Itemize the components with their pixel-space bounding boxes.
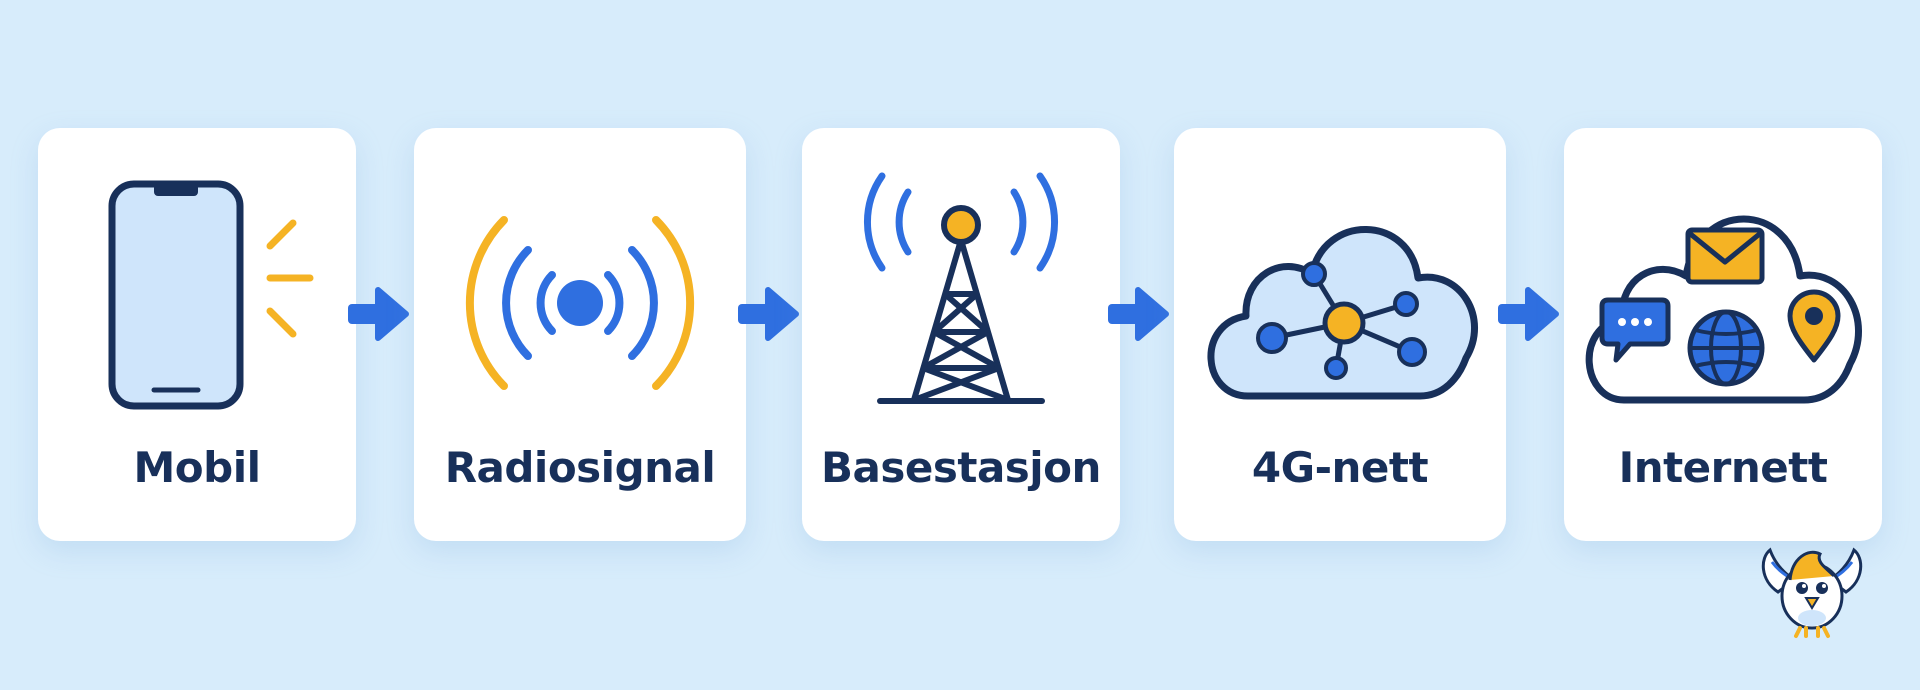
cloud-network-icon xyxy=(1207,226,1478,400)
arrow-right-icon xyxy=(738,287,799,341)
smartphone-icon xyxy=(108,180,314,410)
internet-cloud-icon xyxy=(1585,215,1862,404)
step-card-basestasjon: Basestasjon xyxy=(802,128,1120,541)
radio-waves-icon xyxy=(465,216,695,390)
step-label: Basestasjon xyxy=(821,443,1101,492)
step-card-internett: Internett xyxy=(1564,128,1882,541)
chat-bubble-icon xyxy=(1599,297,1671,363)
step-label: Radiosignal xyxy=(444,443,716,492)
step-label: Mobil xyxy=(133,443,261,492)
arrow-right-icon xyxy=(348,287,409,341)
step-card-radiosignal: Radiosignal xyxy=(414,128,746,541)
envelope-icon xyxy=(1685,227,1765,285)
location-pin-icon xyxy=(1787,289,1841,363)
cell-tower-icon xyxy=(863,172,1059,404)
step-card-mobil: Mobil xyxy=(38,128,356,541)
step-label: 4G-nett xyxy=(1251,443,1429,492)
step-label: Internett xyxy=(1618,443,1828,492)
arrow-right-icon xyxy=(1108,287,1169,341)
bird-mascot-icon xyxy=(1761,547,1863,638)
globe-icon xyxy=(1687,309,1765,387)
step-card-4g-nett: 4G-nett xyxy=(1174,128,1506,541)
arrow-right-icon xyxy=(1498,287,1559,341)
